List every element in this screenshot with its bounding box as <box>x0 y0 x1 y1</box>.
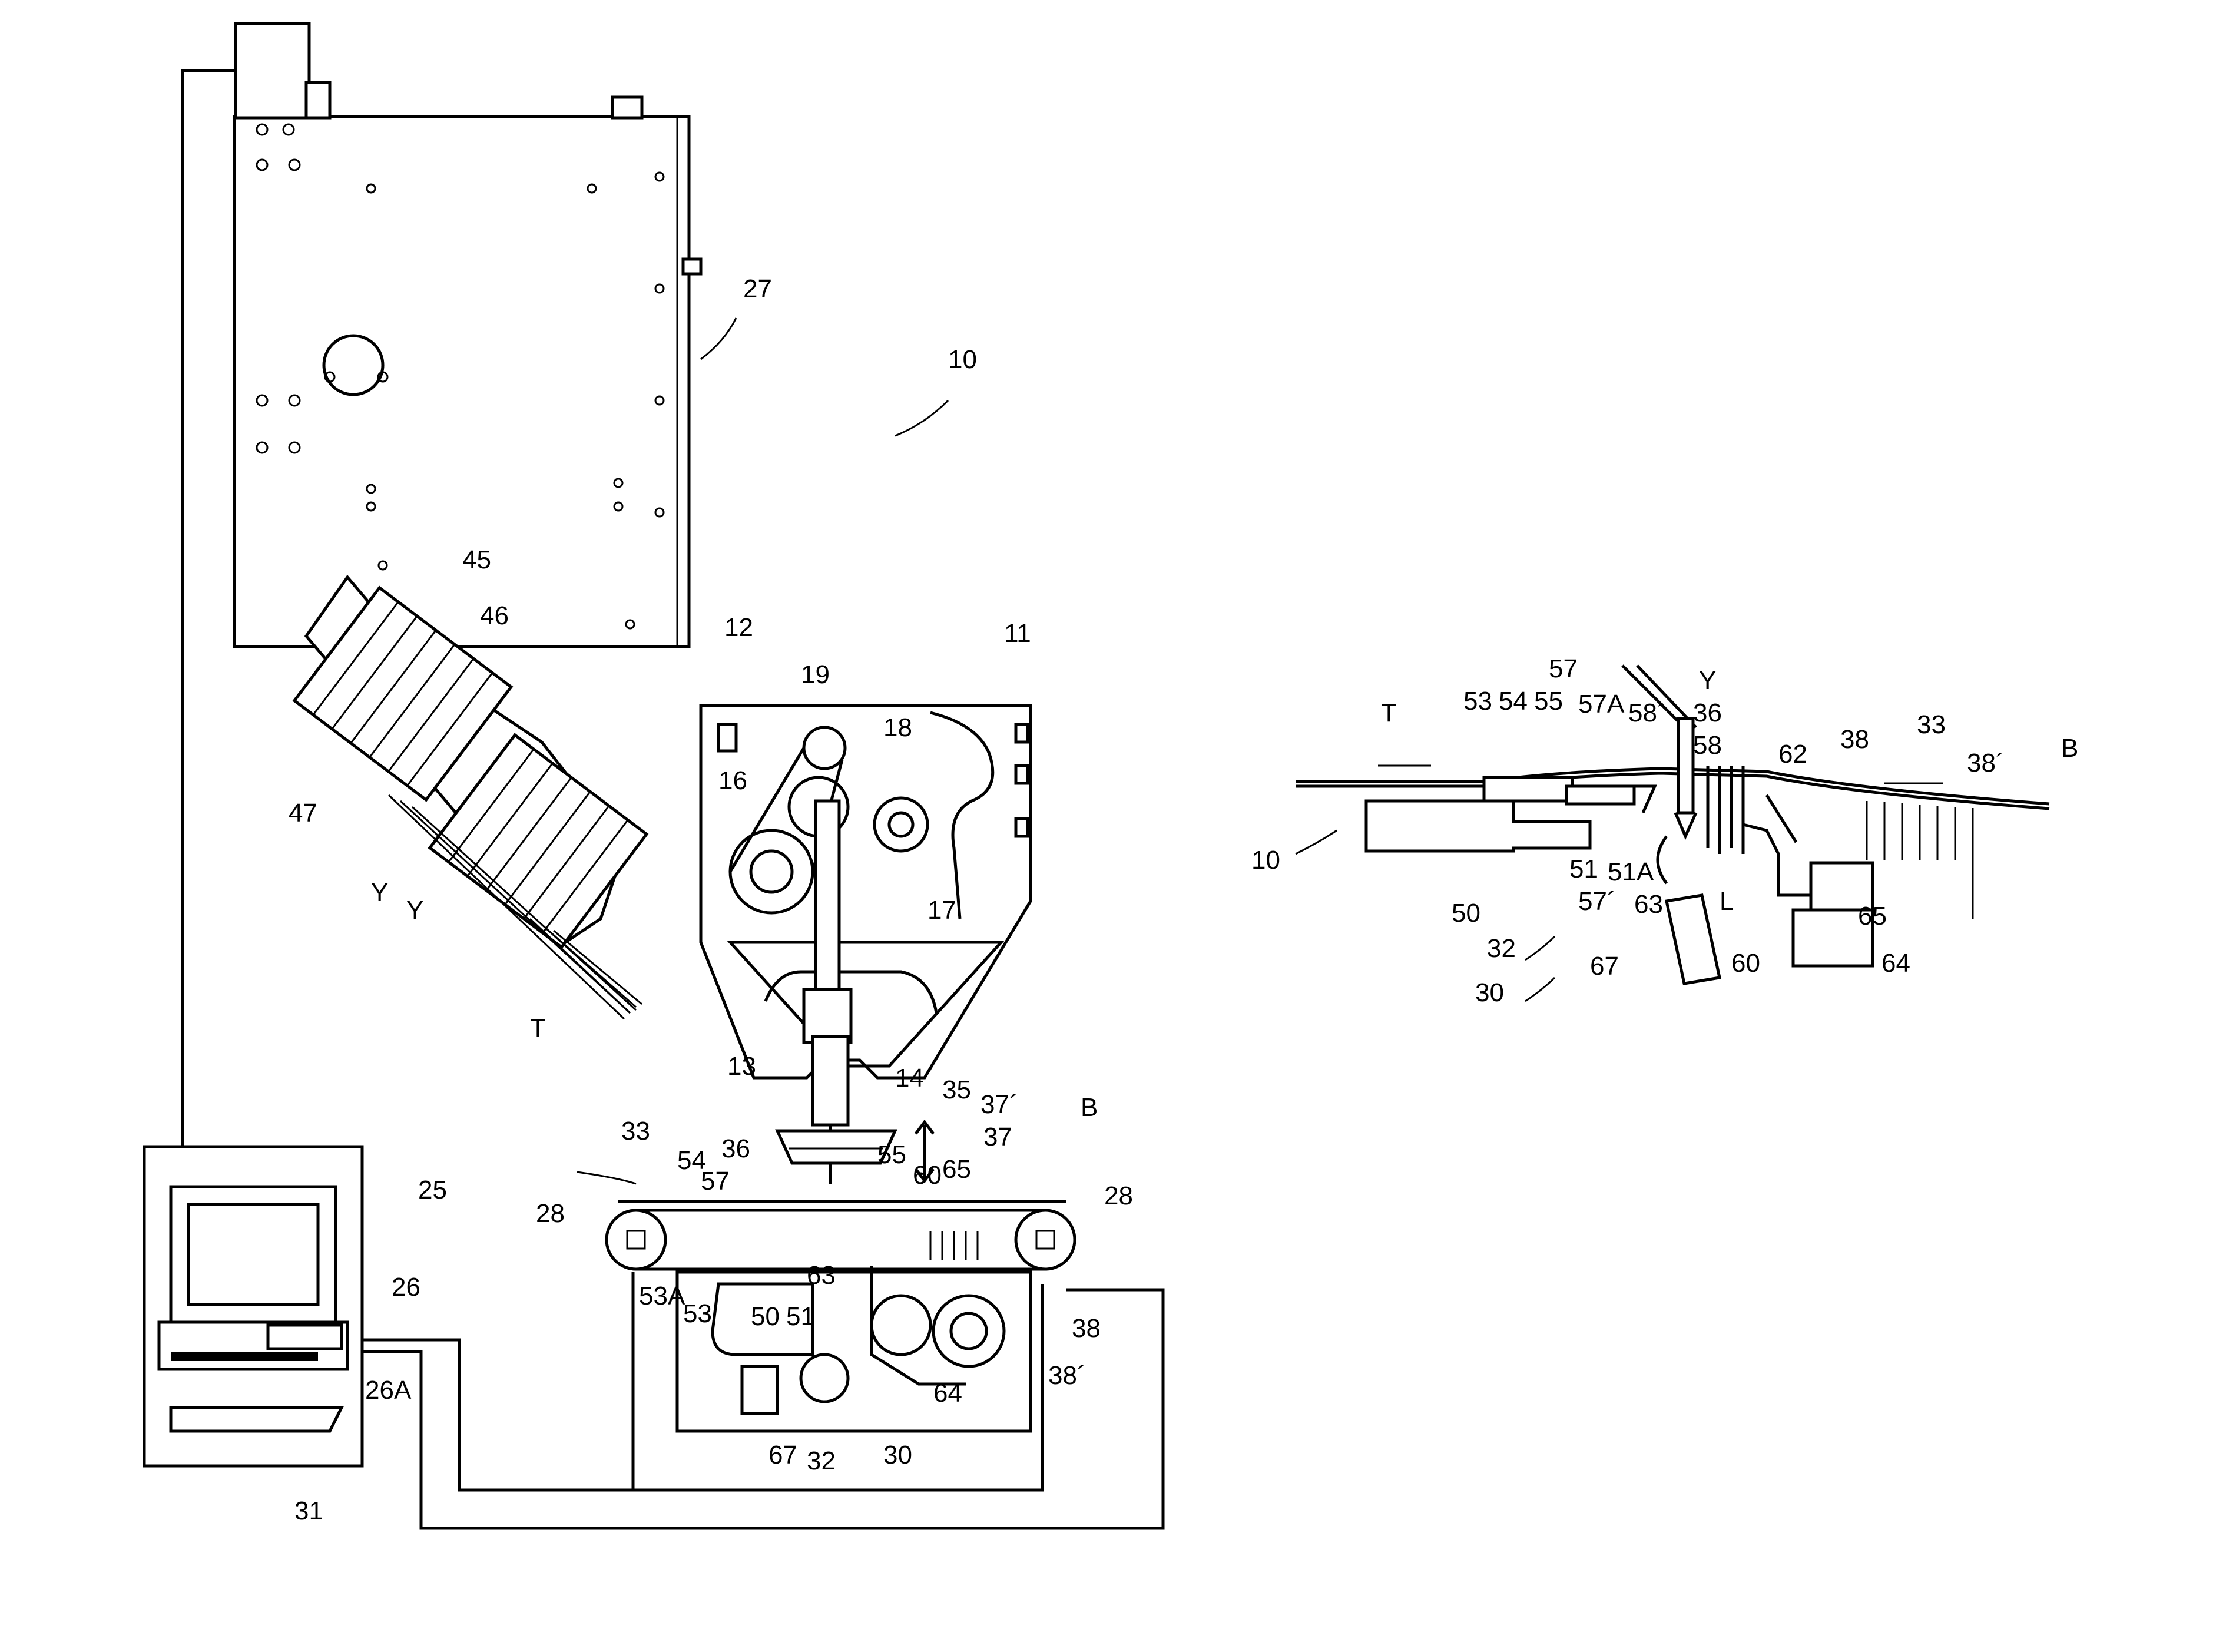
label-B-left: B <box>1081 1093 1098 1122</box>
label-25: 25 <box>418 1176 447 1204</box>
label-65-left: 65 <box>942 1155 971 1184</box>
label-11: 11 <box>1004 619 1031 648</box>
label-64-left: 64 <box>933 1379 962 1408</box>
tufting-head <box>701 706 1031 1078</box>
label-51-left: 51 <box>786 1302 815 1331</box>
label-30-right: 30 <box>1475 978 1504 1007</box>
label-14: 14 <box>895 1064 924 1092</box>
label-46: 46 <box>480 601 509 630</box>
label-58p: 58´ <box>1628 698 1666 727</box>
label-32-left: 32 <box>807 1446 836 1475</box>
label-63-left: 63 <box>807 1261 836 1290</box>
label-63-right: 63 <box>1634 890 1663 919</box>
label-38p-left: 38´ <box>1048 1361 1086 1390</box>
label-50-right: 50 <box>1452 899 1480 928</box>
label-57-left: 57 <box>701 1167 730 1196</box>
label-55-left: 55 <box>877 1140 906 1169</box>
label-33-right: 33 <box>1917 710 1946 739</box>
label-13: 13 <box>727 1052 756 1081</box>
label-53A: 53A <box>639 1282 685 1310</box>
label-16: 16 <box>718 766 747 795</box>
label-18: 18 <box>883 713 912 742</box>
label-45: 45 <box>462 545 491 574</box>
label-57A: 57A <box>1578 690 1625 719</box>
label-57p: 57´ <box>1578 887 1616 916</box>
label-26: 26 <box>392 1273 420 1302</box>
label-38p-right: 38´ <box>1967 749 2005 777</box>
label-57-right: 57 <box>1549 654 1578 683</box>
label-60-left: 60 <box>913 1161 942 1190</box>
label-67-right: 67 <box>1590 952 1619 981</box>
label-58: 58 <box>1693 731 1722 760</box>
label-37: 37 <box>983 1123 1012 1151</box>
label-Y-right: Y <box>1699 666 1716 695</box>
label-Y-2: Y <box>406 896 423 925</box>
label-37p: 37´ <box>980 1090 1018 1119</box>
label-51-right: 51 <box>1569 855 1598 883</box>
label-31: 31 <box>294 1497 323 1525</box>
label-B-right: B <box>2061 734 2078 763</box>
label-38-left: 38 <box>1072 1314 1101 1343</box>
label-26A: 26A <box>365 1376 412 1405</box>
label-Y-1: Y <box>371 878 388 907</box>
label-28-right: 28 <box>1104 1181 1133 1210</box>
label-12: 12 <box>724 613 753 642</box>
label-L: L <box>1720 887 1734 916</box>
label-10: 10 <box>948 345 977 374</box>
looper-assembly <box>677 1231 1031 1431</box>
label-36-right: 36 <box>1693 698 1722 727</box>
label-19: 19 <box>801 660 830 689</box>
label-60-right: 60 <box>1731 949 1760 978</box>
backing-conveyor <box>607 1201 1075 1269</box>
label-51A: 51A <box>1608 858 1654 886</box>
label-53-left: 53 <box>683 1299 712 1328</box>
label-53-right: 53 <box>1463 687 1492 716</box>
label-65-right: 65 <box>1858 902 1887 931</box>
label-T-left: T <box>530 1014 546 1042</box>
label-28-left: 28 <box>536 1199 565 1228</box>
label-32-right: 32 <box>1487 934 1516 963</box>
label-17: 17 <box>927 896 956 925</box>
label-36-left: 36 <box>721 1134 750 1163</box>
label-33-left: 33 <box>621 1117 650 1146</box>
label-47: 47 <box>289 799 317 827</box>
label-T-right: T <box>1381 698 1397 727</box>
label-30-left: 30 <box>883 1441 912 1469</box>
label-38-right: 38 <box>1840 725 1869 754</box>
label-35: 35 <box>942 1075 971 1104</box>
label-67-left: 67 <box>768 1441 797 1469</box>
label-64-right: 64 <box>1881 949 1910 978</box>
label-55-right: 55 <box>1534 687 1563 716</box>
label-54-right: 54 <box>1499 687 1528 716</box>
label-50-left: 50 <box>751 1302 780 1331</box>
label-10-right: 10 <box>1251 846 1280 875</box>
label-62: 62 <box>1778 740 1807 769</box>
label-27: 27 <box>743 274 772 303</box>
